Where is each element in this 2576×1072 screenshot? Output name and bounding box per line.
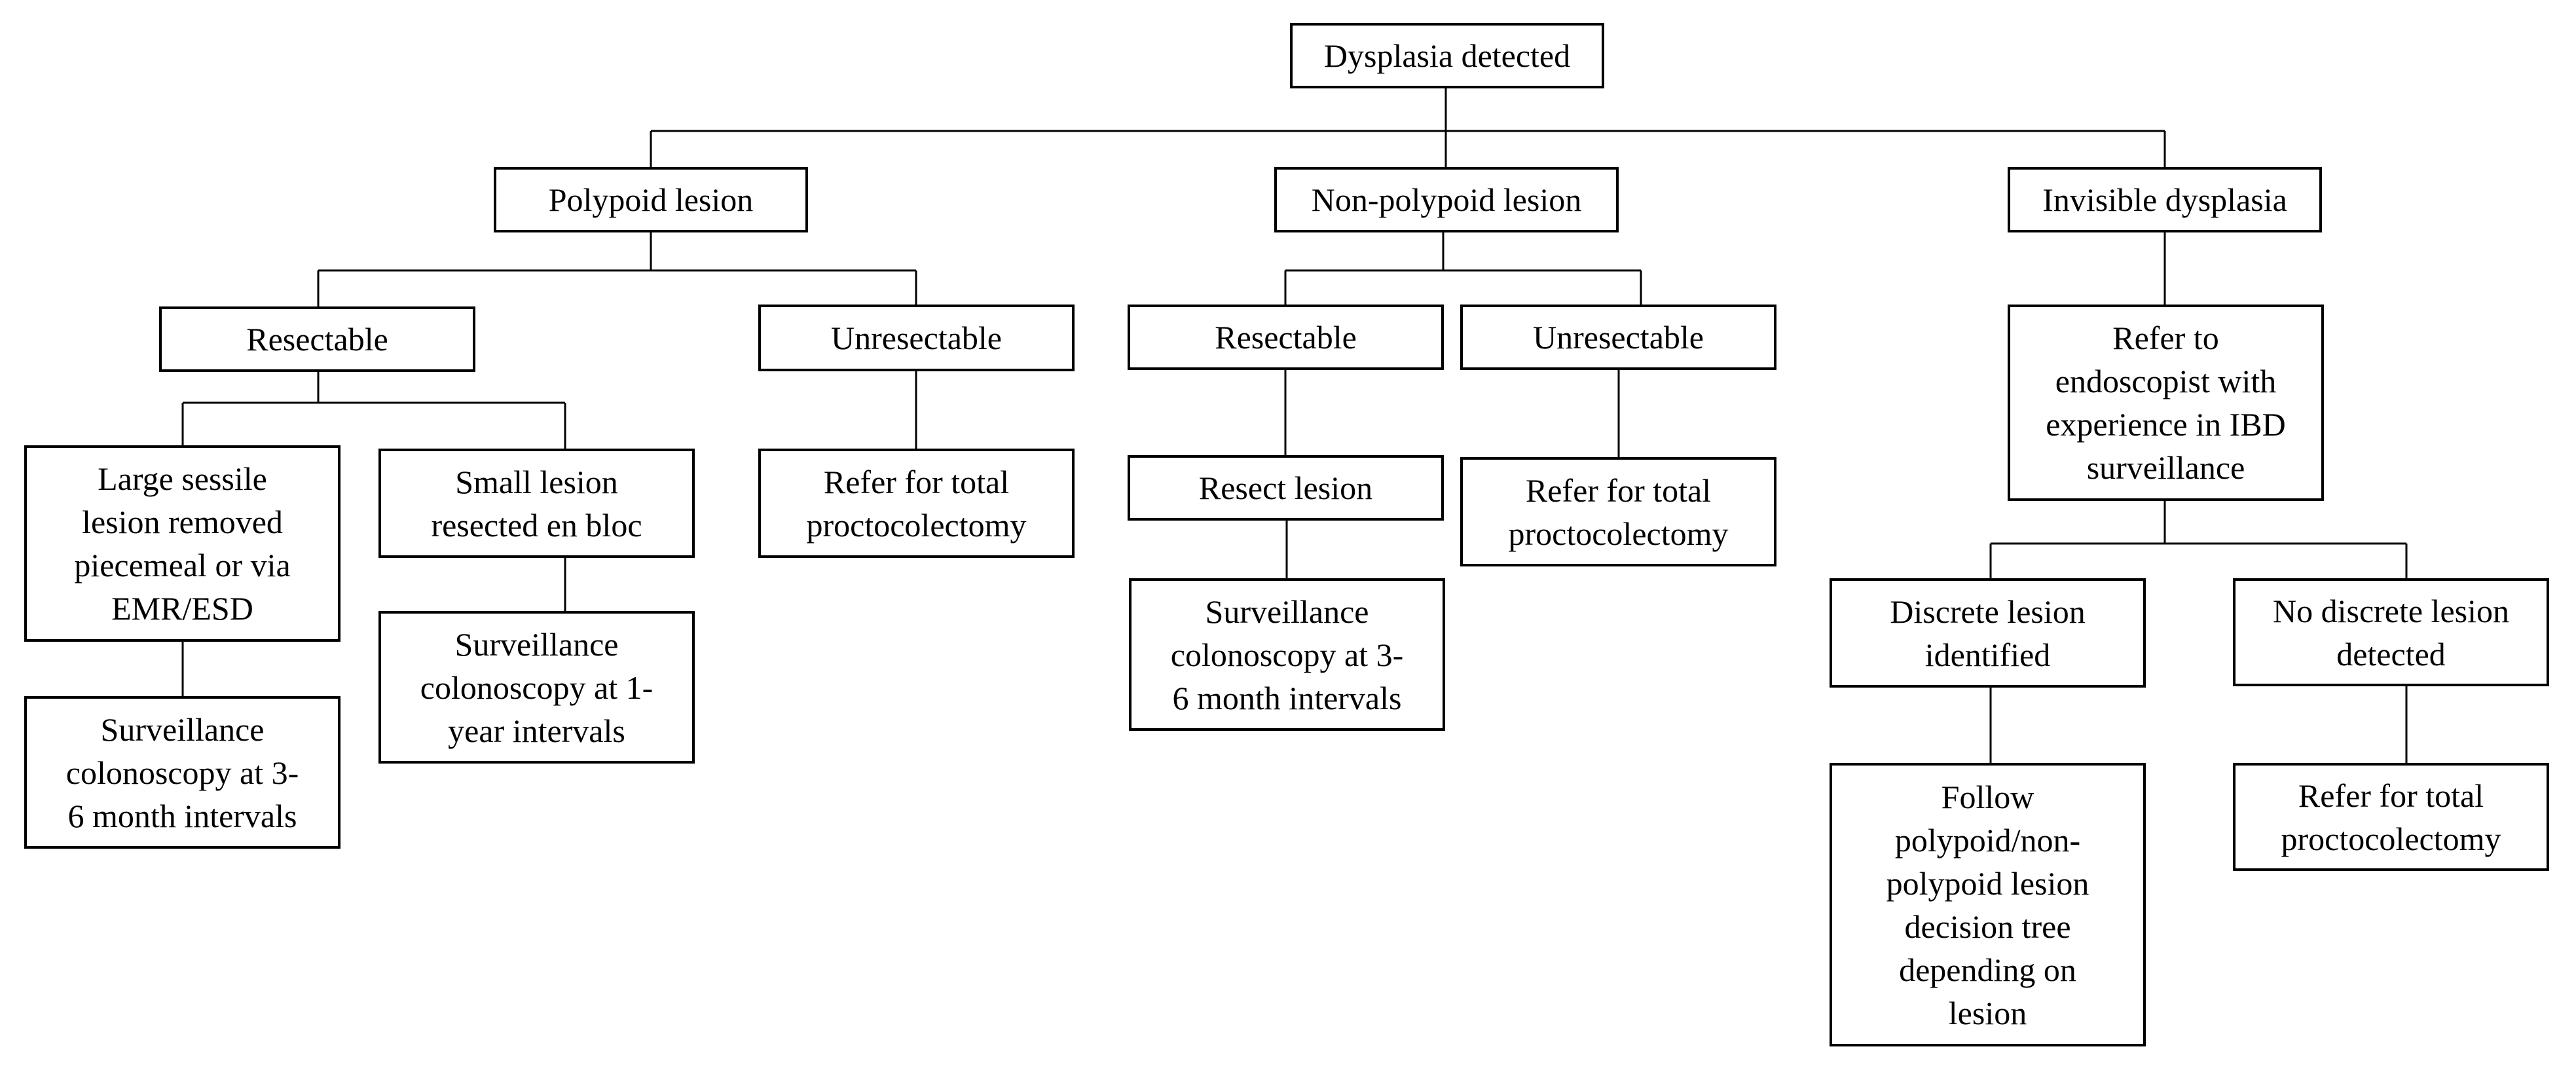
node-non-polypoid-refer-total-proctocolectomy: Refer for total proctocolectomy bbox=[1460, 457, 1776, 566]
node-invisible-dysplasia: Invisible dysplasia bbox=[2008, 167, 2322, 232]
node-polypoid-resectable: Resectable bbox=[159, 306, 475, 372]
node-small-lesion-en-bloc: Small lesion resected en bloc bbox=[378, 449, 695, 558]
node-invisible-refer-total-proctocolectomy: Refer for total proctocolectomy bbox=[2233, 763, 2549, 871]
node-surveillance-1-year-small: Surveillance colonoscopy at 1- year inte… bbox=[378, 611, 695, 764]
node-resect-lesion: Resect lesion bbox=[1128, 455, 1444, 521]
node-no-discrete-lesion-detected: No discrete lesion detected bbox=[2233, 578, 2549, 686]
node-surveillance-3-6-month-large: Surveillance colonoscopy at 3- 6 month i… bbox=[24, 696, 340, 849]
node-non-polypoid-unresectable: Unresectable bbox=[1460, 305, 1776, 370]
node-discrete-lesion-identified: Discrete lesion identified bbox=[1830, 578, 2146, 688]
node-polypoid-refer-total-proctocolectomy: Refer for total proctocolectomy bbox=[758, 449, 1075, 558]
node-non-polypoid-resectable: Resectable bbox=[1128, 305, 1444, 370]
node-follow-decision-tree: Follow polypoid/non- polypoid lesion dec… bbox=[1830, 763, 2146, 1046]
node-refer-to-endoscopist: Refer to endoscopist with experience in … bbox=[2008, 305, 2324, 501]
node-dysplasia-detected: Dysplasia detected bbox=[1290, 23, 1604, 88]
node-non-polypoid-lesion: Non-polypoid lesion bbox=[1274, 167, 1619, 232]
node-polypoid-lesion: Polypoid lesion bbox=[494, 167, 808, 232]
node-large-sessile-lesion: Large sessile lesion removed piecemeal o… bbox=[24, 445, 340, 642]
node-polypoid-unresectable: Unresectable bbox=[758, 305, 1075, 371]
node-surveillance-3-6-month-resect: Surveillance colonoscopy at 3- 6 month i… bbox=[1129, 578, 1445, 731]
